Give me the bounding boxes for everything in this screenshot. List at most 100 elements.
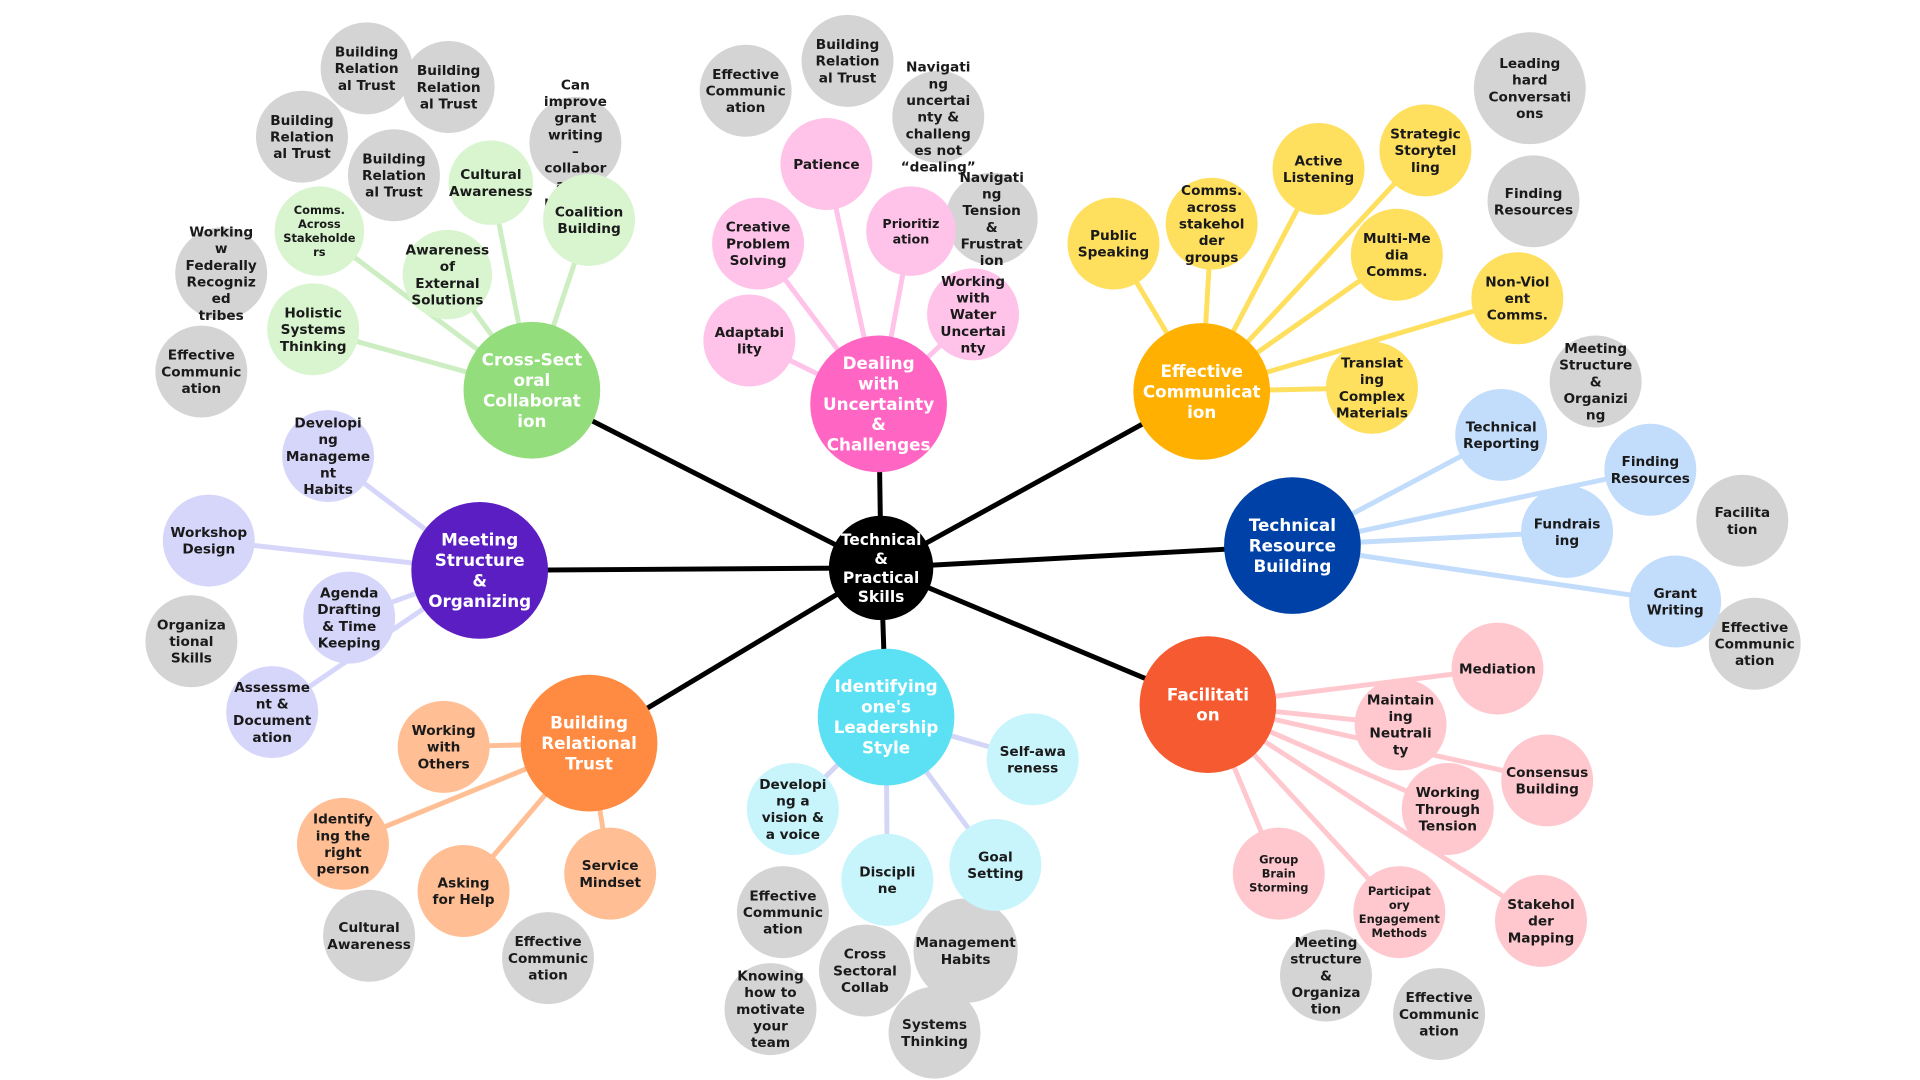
leaf-skill: Patience <box>780 118 873 211</box>
leaf-skill-circle <box>1494 874 1587 967</box>
leaf-skill-circle <box>1451 622 1544 715</box>
example-bubble-circle <box>699 44 792 137</box>
center-node-circle <box>828 515 934 621</box>
example-bubble-circle <box>1549 335 1642 428</box>
leaf-skill-circle <box>712 197 805 290</box>
leaf-skill-circle <box>780 118 873 211</box>
branch-technical-resource-building-circle <box>1224 477 1361 614</box>
example-bubble-circle <box>1473 32 1586 145</box>
branch-leadership-style-circle <box>817 648 955 786</box>
leaf-skill-circle <box>1471 252 1564 345</box>
leaf-skill-circle <box>1629 555 1722 648</box>
leaf-skill-circle <box>1272 123 1365 215</box>
example-bubble-circle <box>320 22 413 115</box>
example-bubble-circle <box>1280 929 1372 1022</box>
example-bubble-circle <box>801 14 894 107</box>
leaf-skill-circle <box>703 294 796 387</box>
leaf-skill-circle <box>226 666 319 759</box>
leaf-skill-circle <box>303 571 396 664</box>
example-bubble-circle <box>892 70 985 163</box>
leaf-skill-circle <box>1604 423 1697 516</box>
leaf-skill-circle <box>397 700 490 793</box>
example-bubble-circle <box>1696 474 1789 567</box>
leaf-skill-circle <box>1325 341 1418 434</box>
example-bubble-circle <box>818 924 911 1017</box>
leaf-skill-label: Patience <box>793 157 859 173</box>
leaf-skill-circle <box>267 283 360 376</box>
leaf-skill-circle <box>746 763 839 855</box>
example-bubble-circle <box>256 90 348 183</box>
leaf-skill-circle <box>297 797 389 890</box>
